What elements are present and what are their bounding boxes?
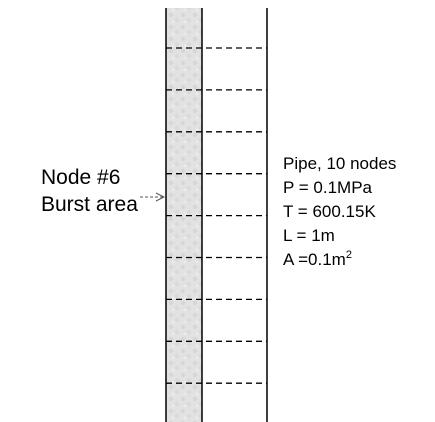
burst-arrow [140, 192, 166, 202]
node-divider-lines [166, 47, 267, 384]
pressure-value: P = 0.1MPa [283, 178, 372, 197]
burst-area-label: Burst area [41, 193, 138, 216]
length-value: L = 1m [283, 226, 335, 245]
area-value: A =0.1m2 [283, 248, 352, 272]
area-value-exponent: 2 [345, 249, 352, 261]
pipe-title: Pipe, 10 nodes [283, 154, 397, 173]
temperature-value: T = 600.15K [283, 202, 376, 221]
burst-node-label: Node #6 [41, 166, 121, 189]
area-value-base: A =0.1m [283, 250, 346, 269]
